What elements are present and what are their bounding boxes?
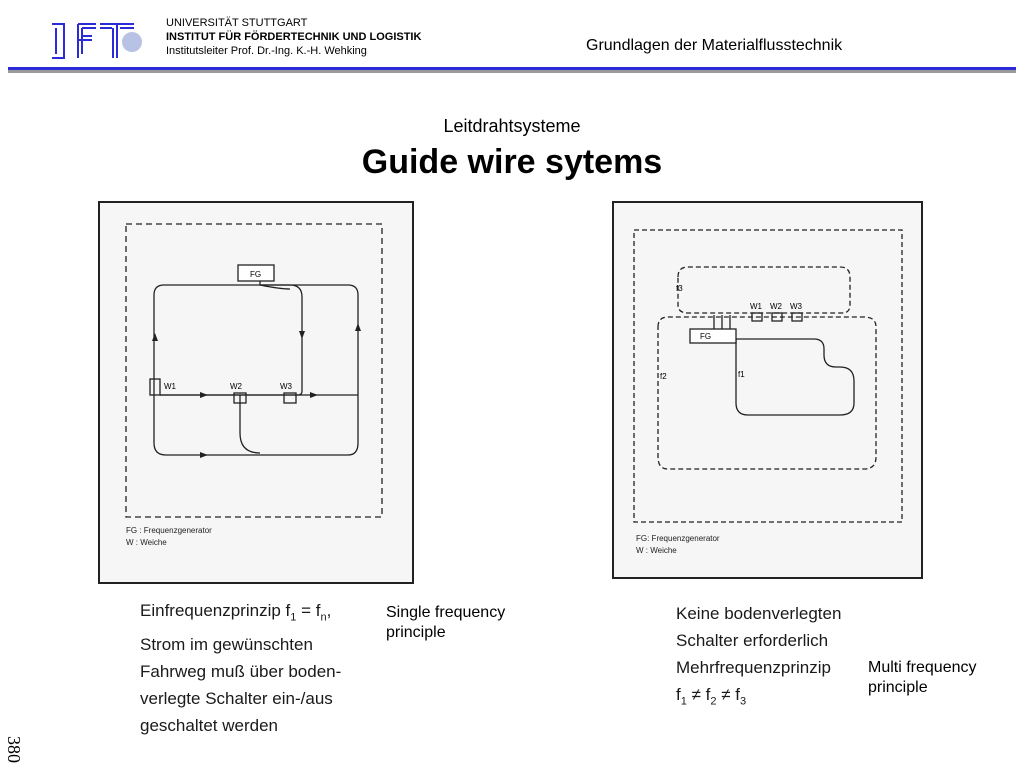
f3-label: f3 [676,284,683,293]
caption-subscript: n [320,611,327,624]
caption-line: verlegte Schalter ein-/aus [140,689,333,709]
ift-logo-icon [48,20,148,62]
caption-line: Fahrweg muß über boden- [140,662,342,682]
course-title: Grundlagen der Materialflusstechnik [586,37,843,54]
w3-label: W3 [790,302,803,311]
formula-sub: 2 [710,695,717,708]
multi-frequency-diagram: FG W1 W2 W3 f3 f2 f1 FG: Frequenzgenerat… [612,201,923,579]
w1-label: W1 [750,302,763,311]
caption-text: = f [296,601,321,620]
f1-label: f1 [738,370,745,379]
director-name: Institutsleiter Prof. Dr.-Ing. K.-H. Weh… [166,45,367,57]
single-frequency-label: Single frequency principle [386,604,506,641]
caption-line: Strom im gewünschten [140,635,313,655]
university-block: UNIVERSITÄT STUTTGART INSTITUT FÜR FÖRDE… [166,16,421,58]
f2-label: f2 [660,372,667,381]
title-german: Leitdrahtsysteme [443,116,581,136]
left-caption: Einfrequenzprinzip f1 = fn, Strom im gew… [140,597,341,739]
multi-frequency-label: Multi frequency principle [868,659,977,696]
legend-item: FG: Frequenzgenerator [636,534,720,543]
formula-sub: 3 [740,695,747,708]
right-caption: Keine bodenverlegten Schalter erforderli… [676,600,841,715]
caption-formula: f1 ≠ f2 ≠ f3 [676,681,841,715]
formula-f: f [705,685,711,704]
title-english: Guide wire sytems [361,143,663,181]
fg-label: FG [250,270,261,279]
w1-label: W1 [164,382,177,391]
right-legend: FG: Frequenzgenerator W : Weiche [636,533,720,557]
legend-item: FG : Frequenzgenerator [126,526,212,535]
caption-line: Keine bodenverlegten [676,604,842,623]
caption-subscript: 1 [290,611,297,624]
institute-name: INSTITUT FÜR FÖRDERTECHNIK UND LOGISTIK [166,31,422,43]
legend-item: W : Weiche [636,546,677,555]
caption-line: Einfrequenzprinzip f1 = fn, [140,597,341,631]
caption-line: Schalter erforderlich [676,631,829,650]
caption-line: geschaltet werden [140,716,278,736]
caption-line: Mehrfrequenzprinzip [676,658,831,677]
formula-op: ≠ [716,685,736,704]
header-divider [8,67,1016,73]
w2-label: W2 [770,302,783,311]
formula-f: f [676,685,681,704]
formula-f: f [735,685,741,704]
formula-op: ≠ [686,685,706,704]
w3-label: W3 [280,382,293,391]
university-name: UNIVERSITÄT STUTTGART [166,17,308,29]
page-number: 380 [4,736,24,763]
caption-text: Einfrequenzprinzip f [140,601,291,620]
caption-text: , [326,601,332,620]
left-legend: FG : Frequenzgenerator W : Weiche [126,525,212,549]
w2-label: W2 [230,382,243,391]
single-frequency-diagram: FG W1 W2 W3 FG : Frequenzgenerator W : W… [98,201,414,584]
legend-item: W : Weiche [126,538,167,547]
fg-label: FG [700,332,711,341]
formula-sub: 1 [680,695,687,708]
